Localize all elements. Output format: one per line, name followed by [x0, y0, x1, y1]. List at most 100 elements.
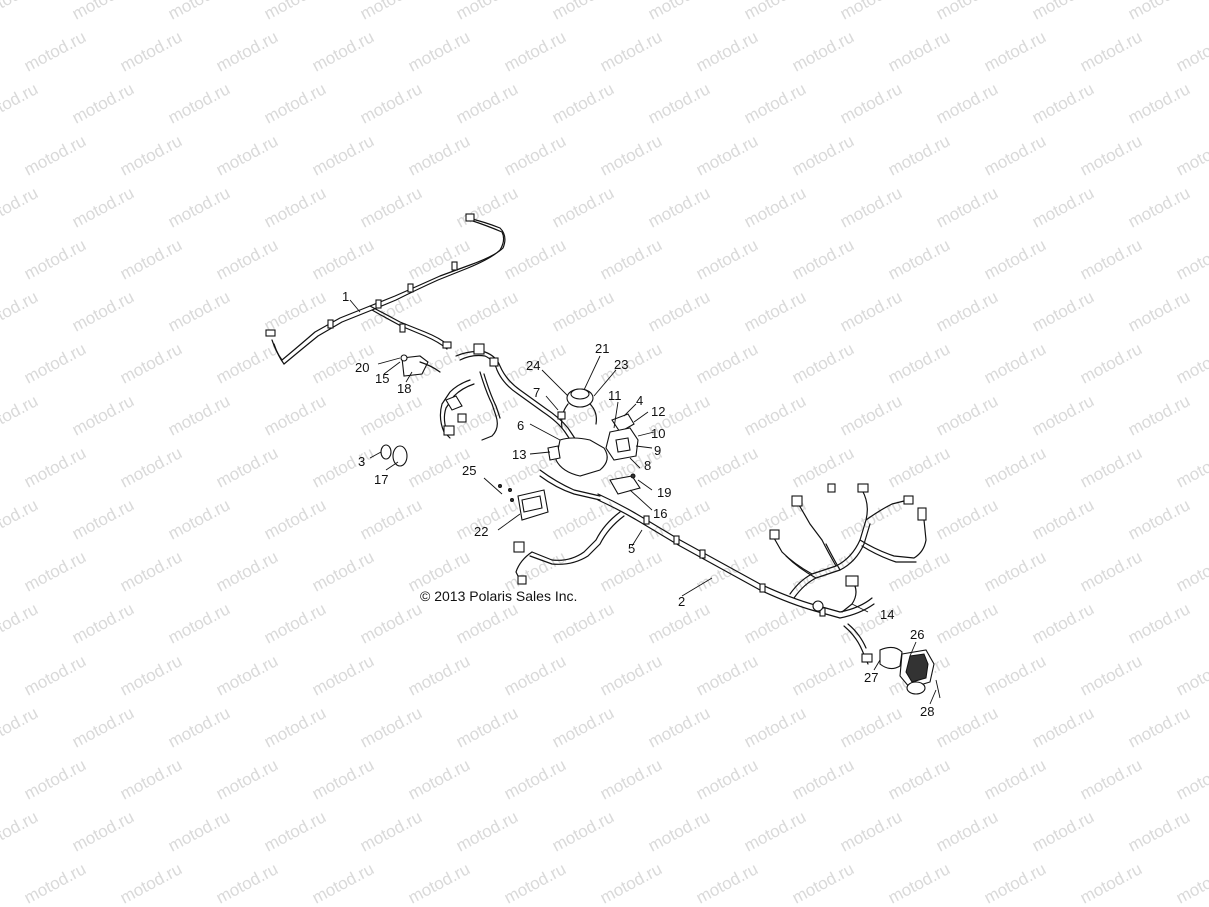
- watermark-text: motod.ru: [1077, 27, 1145, 75]
- watermark-text: motod.ru: [1029, 807, 1097, 855]
- watermark-text: motod.ru: [213, 755, 281, 803]
- watermark-text: motod.ru: [789, 859, 857, 907]
- callout-22: 22: [474, 524, 488, 539]
- watermark-text: motod.ru: [213, 235, 281, 283]
- watermark-text: motod.ru: [933, 599, 1001, 647]
- watermark-text: motod.ru: [69, 0, 137, 24]
- module-22-25: [498, 484, 549, 521]
- watermark-text: motod.ru: [1077, 443, 1145, 491]
- watermark-text: motod.ru: [693, 859, 761, 907]
- watermark-text: motod.ru: [1125, 495, 1193, 543]
- watermark-text: motod.ru: [213, 27, 281, 75]
- watermark-text: motod.ru: [1077, 755, 1145, 803]
- watermark-text: motod.ru: [1077, 131, 1145, 179]
- watermark-text: motod.ru: [117, 235, 185, 283]
- watermark-text: motod.ru: [309, 651, 377, 699]
- watermark-text: motod.ru: [261, 183, 329, 231]
- watermark-text: motod.ru: [21, 339, 89, 387]
- watermark-text: motod.ru: [21, 235, 89, 283]
- watermark-text: motod.ru: [21, 131, 89, 179]
- watermark-text: motod.ru: [597, 235, 665, 283]
- watermark-text: motod.ru: [645, 703, 713, 751]
- callout-24: 24: [526, 358, 540, 373]
- watermark-text: motod.ru: [501, 131, 569, 179]
- grommet-3-17: [380, 444, 408, 467]
- watermark-text: motod.ru: [645, 807, 713, 855]
- watermark-text: motod.ru: [501, 27, 569, 75]
- watermark-text: motod.ru: [69, 495, 137, 543]
- watermark-text: motod.ru: [597, 651, 665, 699]
- watermark-text: motod.ru: [309, 27, 377, 75]
- watermark-text: motod.ru: [741, 79, 809, 127]
- watermark-text: motod.ru: [453, 0, 521, 24]
- watermark-text: motod.ru: [213, 859, 281, 907]
- callout-12: 12: [651, 404, 665, 419]
- watermark-text: motod.ru: [1173, 235, 1209, 283]
- callout-2: 2: [678, 594, 685, 609]
- watermark-text: motod.ru: [885, 27, 953, 75]
- watermark-text: motod.ru: [693, 443, 761, 491]
- watermark-text: motod.ru: [261, 287, 329, 335]
- watermark-text: motod.ru: [453, 183, 521, 231]
- watermark-text: motod.ru: [549, 599, 617, 647]
- watermark-text: motod.ru: [501, 755, 569, 803]
- watermark-text: motod.ru: [1125, 287, 1193, 335]
- watermark-text: motod.ru: [1173, 443, 1209, 491]
- watermark-text: motod.ru: [693, 651, 761, 699]
- watermark-text: motod.ru: [1125, 391, 1193, 439]
- watermark-text: motod.ru: [0, 495, 41, 543]
- watermark-text: motod.ru: [1173, 339, 1209, 387]
- watermark-text: motod.ru: [1077, 339, 1145, 387]
- watermark-text: motod.ru: [309, 547, 377, 595]
- watermark-text: motod.ru: [1029, 599, 1097, 647]
- watermark-text: motod.ru: [405, 755, 473, 803]
- watermark-text: motod.ru: [885, 339, 953, 387]
- watermark-text: motod.ru: [261, 391, 329, 439]
- watermark-text: motod.ru: [933, 703, 1001, 751]
- watermark-text: motod.ru: [1125, 703, 1193, 751]
- watermark-text: motod.ru: [933, 287, 1001, 335]
- watermark-text: motod.ru: [357, 495, 425, 543]
- watermark-text: motod.ru: [981, 339, 1049, 387]
- watermark-text: motod.ru: [549, 183, 617, 231]
- callout-4: 4: [636, 393, 643, 408]
- watermark-text: motod.ru: [1173, 859, 1209, 907]
- watermark-text: motod.ru: [213, 547, 281, 595]
- watermark-text: motod.ru: [213, 443, 281, 491]
- harness-main-trunk: [513, 493, 875, 619]
- watermark-text: motod.ru: [1173, 131, 1209, 179]
- watermark-text: motod.ru: [789, 235, 857, 283]
- watermark-text: motod.ru: [213, 651, 281, 699]
- watermark-text: motod.ru: [309, 755, 377, 803]
- watermark-text: motod.ru: [837, 0, 905, 24]
- callout-16: 16: [653, 506, 667, 521]
- watermark-text: motod.ru: [69, 183, 137, 231]
- watermark-text: motod.ru: [501, 859, 569, 907]
- watermark-text: motod.ru: [1029, 391, 1097, 439]
- watermark-text: motod.ru: [1125, 807, 1193, 855]
- watermark-text: motod.ru: [933, 79, 1001, 127]
- watermark-text: motod.ru: [981, 443, 1049, 491]
- callout-20: 20: [355, 360, 369, 375]
- watermark-text: motod.ru: [789, 651, 857, 699]
- watermark-text: motod.ru: [837, 183, 905, 231]
- watermark-text: motod.ru: [1125, 183, 1193, 231]
- callout-23: 23: [614, 357, 628, 372]
- watermark-text: motod.ru: [885, 859, 953, 907]
- watermark-text: motod.ru: [405, 131, 473, 179]
- callout-18: 18: [397, 381, 411, 396]
- watermark-text: motod.ru: [789, 547, 857, 595]
- watermark-text: motod.ru: [0, 703, 41, 751]
- watermark-text: motod.ru: [693, 235, 761, 283]
- watermark-text: motod.ru: [21, 859, 89, 907]
- watermark-text: motod.ru: [309, 859, 377, 907]
- watermark-text: motod.ru: [741, 807, 809, 855]
- watermark-text: motod.ru: [309, 235, 377, 283]
- callout-labels: 1 2 3 4 5 6 7 8 9 10 11 12 13 14 15 16 1…: [342, 289, 934, 719]
- callout-3: 3: [358, 454, 365, 469]
- watermark-text: motod.ru: [597, 131, 665, 179]
- watermark-text: motod.ru: [981, 859, 1049, 907]
- watermark-text: motod.ru: [165, 287, 233, 335]
- watermark-text: motod.ru: [453, 79, 521, 127]
